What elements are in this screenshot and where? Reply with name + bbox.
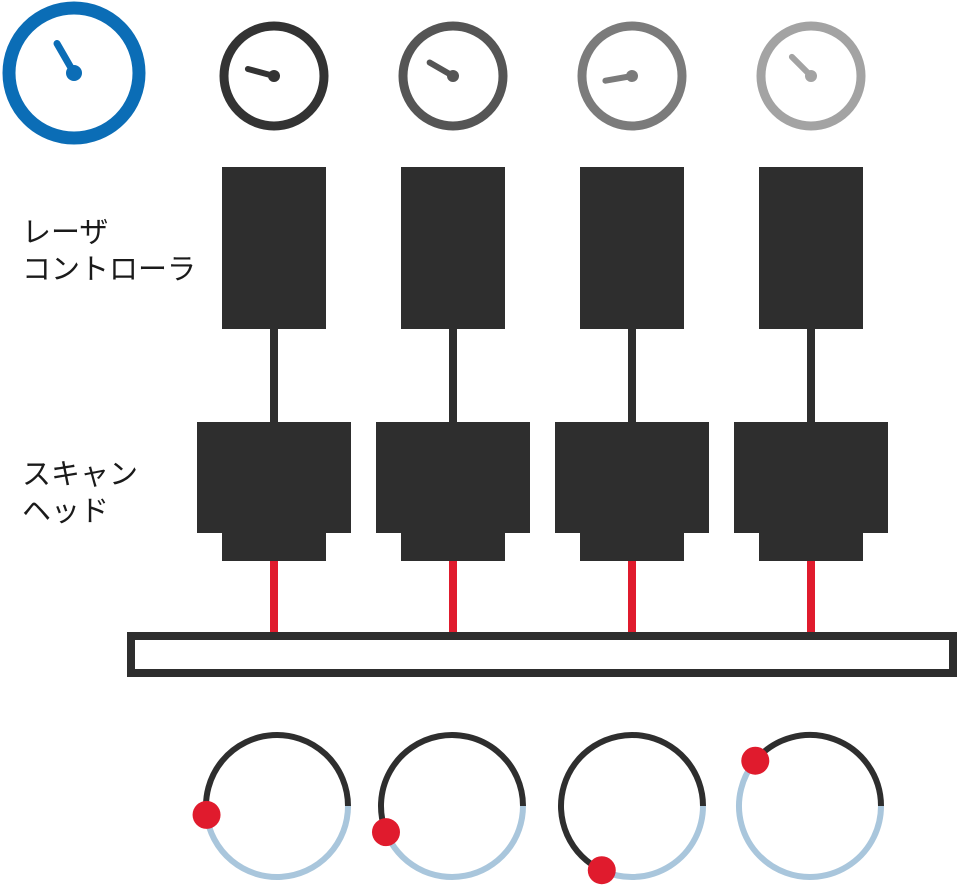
scan-head-body-4 xyxy=(734,422,888,533)
scan-head-body-2 xyxy=(376,422,530,533)
laser-beam-2 xyxy=(449,561,457,635)
slave-clock-icon-1 xyxy=(219,21,329,131)
laser-controller-label-line-1: レーザ xyxy=(22,215,109,249)
laser-controller-2 xyxy=(401,167,505,329)
scan-head-lens-2 xyxy=(401,532,505,561)
clocks xyxy=(2,1,866,145)
progress-marker-dot-2 xyxy=(371,818,400,847)
slave-clock-icon-2 xyxy=(398,21,508,131)
controller-cable-2 xyxy=(449,328,457,424)
slave-clock-icon-3 xyxy=(577,21,687,131)
work-substrate xyxy=(127,632,957,677)
progress-remaining-arc-3 xyxy=(600,805,706,880)
master-clock-icon xyxy=(2,1,146,145)
scan-head-label-line-2: ヘッド xyxy=(22,494,110,528)
controller-cable-4 xyxy=(807,328,815,424)
circular-progress-icon-1 xyxy=(192,732,351,880)
laser-units xyxy=(197,167,888,635)
master-clock-icon-face xyxy=(2,1,146,145)
scan-head-body-3 xyxy=(555,422,709,533)
progress-remaining-arc-1 xyxy=(203,805,351,880)
slave-clock-icon-1-face xyxy=(219,21,329,131)
laser-beam-3 xyxy=(628,561,636,635)
slave-clock-icon-3-face xyxy=(577,21,687,131)
circular-progress-icon-3 xyxy=(558,732,706,885)
progress-indicators xyxy=(192,731,884,885)
progress-done-arc-4 xyxy=(752,731,884,807)
slave-clock-icon-2-pivot xyxy=(447,70,459,82)
master-clock-icon-pivot xyxy=(66,65,82,81)
slave-clock-icon-2-face xyxy=(398,21,508,131)
scan-head-label: スキャン ヘッド xyxy=(22,456,138,530)
laser-controller-label-line-2: コントローラ xyxy=(22,252,197,286)
controller-cable-1 xyxy=(270,328,278,424)
progress-done-arc-3 xyxy=(558,732,706,873)
scan-head-lens-1 xyxy=(222,532,326,561)
slave-clock-icon-4 xyxy=(756,21,866,131)
laser-unit-2 xyxy=(376,167,530,635)
slave-clock-icon-4-face xyxy=(756,21,866,131)
scan-head-body-1 xyxy=(197,422,351,533)
laser-beam-4 xyxy=(807,561,815,635)
progress-marker-dot-3 xyxy=(587,856,616,885)
progress-done-arc-2 xyxy=(378,731,526,834)
progress-done-arc-1 xyxy=(203,732,351,816)
laser-controller-3 xyxy=(580,167,684,329)
laser-controller-1 xyxy=(222,167,326,329)
scan-head-label-line-1: スキャン xyxy=(22,457,139,491)
scan-head-lens-3 xyxy=(580,532,684,561)
scan-head-lens-4 xyxy=(759,532,863,561)
laser-beam-1 xyxy=(270,561,278,635)
slave-clock-icon-3-pivot xyxy=(626,70,638,82)
slave-clock-icon-1-pivot xyxy=(268,70,280,82)
laser-unit-4 xyxy=(734,167,888,635)
slave-clock-icon-4-pivot xyxy=(805,70,817,82)
circular-progress-icon-2 xyxy=(371,731,526,880)
controller-cable-3 xyxy=(628,328,636,424)
laser-unit-1 xyxy=(197,167,351,635)
circular-progress-icon-4 xyxy=(736,731,884,880)
progress-marker-dot-4 xyxy=(741,746,770,775)
progress-remaining-arc-4 xyxy=(736,758,884,880)
progress-remaining-arc-2 xyxy=(383,805,526,880)
progress-marker-dot-1 xyxy=(192,800,221,829)
laser-controller-label: レーザ コントローラ xyxy=(22,214,196,288)
laser-unit-3 xyxy=(555,167,709,635)
laser-controller-4 xyxy=(759,167,863,329)
